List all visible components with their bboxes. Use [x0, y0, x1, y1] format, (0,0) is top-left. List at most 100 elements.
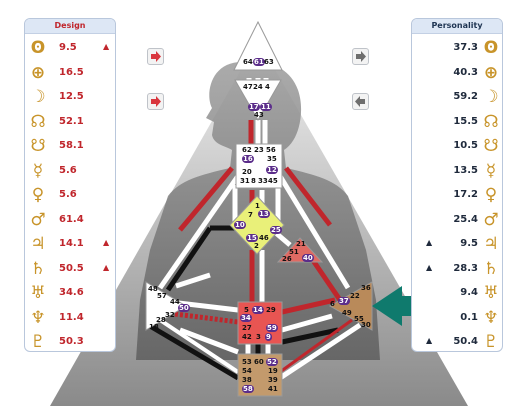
- personality-gate-value: 9.5: [460, 238, 478, 249]
- personality-next-button[interactable]: [352, 48, 369, 65]
- personality-gate-value: 50.4: [453, 336, 478, 347]
- design-gate-value: 5.6: [59, 189, 77, 200]
- gate-12: 12: [266, 166, 278, 174]
- design-row: ☊52.1: [29, 112, 113, 132]
- personality-row: ☿13.5: [412, 161, 500, 181]
- gate-33: 33: [258, 177, 268, 185]
- exalted-arrow-icon: ▲: [103, 238, 110, 247]
- gate-62: 62: [242, 146, 252, 154]
- channels: [148, 78, 362, 381]
- gate-61: 61: [253, 58, 265, 66]
- gate-24: 24: [253, 83, 263, 91]
- north-node-icon: ☊: [483, 111, 499, 132]
- arrow-right-gray-icon: [356, 51, 366, 62]
- gate-41: 41: [268, 385, 278, 393]
- gate-51: 51: [289, 248, 299, 256]
- personality-gate-value: 28.3: [453, 262, 478, 274]
- pluto-icon: ♇: [30, 332, 46, 352]
- personality-gate-value: 13.5: [453, 164, 478, 176]
- design-gate-value: 34.6: [59, 287, 84, 298]
- sun-icon: ʘ: [483, 38, 499, 58]
- design-row: ☽12.5: [29, 87, 113, 107]
- exalted-arrow-icon: ▲: [103, 262, 110, 272]
- design-row: ⊕16.5: [29, 63, 113, 83]
- design-row: ♄50.5▲: [29, 259, 113, 279]
- arrow-right-red-icon: [151, 96, 161, 107]
- uranus-icon: ♅: [483, 283, 499, 303]
- design-row: ♀5.6: [29, 185, 113, 205]
- exalted-arrow-icon: ▲: [426, 336, 433, 345]
- earth-icon: ⊕: [483, 62, 499, 83]
- gate-37: 37: [338, 297, 350, 305]
- gate-5: 5: [244, 306, 249, 314]
- ajna-center[interactable]: [234, 79, 282, 122]
- arrow-right-red-icon: [151, 51, 161, 62]
- personality-prev-button[interactable]: [352, 93, 369, 110]
- personality-row: ♄ 28.3 ▲: [412, 259, 500, 279]
- gate-46: 46: [259, 234, 269, 242]
- mercury-icon: ☿: [32, 160, 44, 181]
- gate-54: 54: [242, 367, 252, 375]
- design-prev-button[interactable]: [147, 48, 164, 65]
- gate-35: 35: [267, 155, 277, 163]
- gate-16: 16: [242, 155, 254, 163]
- saturn-icon: ♄: [483, 258, 499, 279]
- gate-42: 42: [242, 333, 252, 341]
- gate-29: 29: [266, 306, 276, 314]
- sun-icon: ʘ: [30, 38, 46, 58]
- design-gate-value: 61.4: [59, 213, 84, 225]
- personality-gate-value: 37.3: [453, 42, 478, 53]
- exalted-arrow-icon: ▲: [426, 262, 433, 272]
- mars-icon: ♂: [30, 209, 46, 230]
- spleen-center[interactable]: [145, 281, 187, 331]
- gate-21: 21: [296, 240, 306, 248]
- design-gate-value: 12.5: [59, 91, 84, 102]
- gate-20: 20: [242, 168, 252, 176]
- gate-48: 48: [148, 285, 158, 293]
- gate-31: 31: [240, 177, 250, 185]
- personality-gate-value: 17.2: [453, 189, 478, 200]
- design-gate-value: 58.1: [59, 140, 84, 151]
- gate-63: 63: [264, 58, 274, 66]
- gate-34: 34: [240, 314, 252, 322]
- saturn-icon: ♄: [30, 258, 46, 279]
- gate-52: 52: [266, 358, 278, 366]
- personality-gate-value: 15.5: [453, 115, 478, 127]
- design-gate-value: 14.1: [59, 238, 84, 249]
- gate-4: 4: [265, 83, 270, 91]
- gate-27: 27: [242, 324, 252, 332]
- personality-row: ♆0.1: [412, 308, 500, 328]
- gate-38: 38: [242, 376, 252, 384]
- head-center[interactable]: [233, 20, 283, 71]
- design-row: ☿5.6: [29, 161, 113, 181]
- personality-row: ♇ 50.4 ▲: [412, 332, 500, 352]
- gate-32: 32: [165, 311, 175, 319]
- gate-57: 57: [157, 292, 167, 300]
- gate-64: 64: [243, 58, 253, 66]
- design-gate-value: 11.4: [59, 311, 84, 323]
- personality-row: ♃9.5▲: [412, 234, 500, 254]
- personality-row: ʘ 37.3: [412, 38, 500, 58]
- earth-icon: ⊕: [30, 62, 46, 83]
- design-gate-value: 50.3: [59, 336, 84, 347]
- g-center[interactable]: [229, 195, 285, 255]
- arrow-left-gray-icon: [355, 96, 365, 107]
- gate-49: 49: [342, 309, 352, 317]
- design-next-button[interactable]: [147, 93, 164, 110]
- pluto-icon: ♇: [483, 332, 499, 352]
- jupiter-icon: ♃: [30, 234, 46, 254]
- gate-53: 53: [242, 358, 252, 366]
- moon-icon: ☽: [483, 87, 499, 107]
- design-row: ♇ 50.3: [29, 332, 113, 352]
- gate-58: 58: [242, 385, 254, 393]
- gate-9: 9: [265, 333, 272, 341]
- personality-row: ☋10.5: [412, 136, 500, 156]
- gate-7: 7: [248, 211, 253, 219]
- venus-icon: ♀: [484, 185, 498, 205]
- gate-1: 1: [255, 202, 260, 210]
- design-row: ♅34.6: [29, 283, 113, 303]
- gate-56: 56: [266, 146, 276, 154]
- gate-19: 19: [268, 367, 278, 375]
